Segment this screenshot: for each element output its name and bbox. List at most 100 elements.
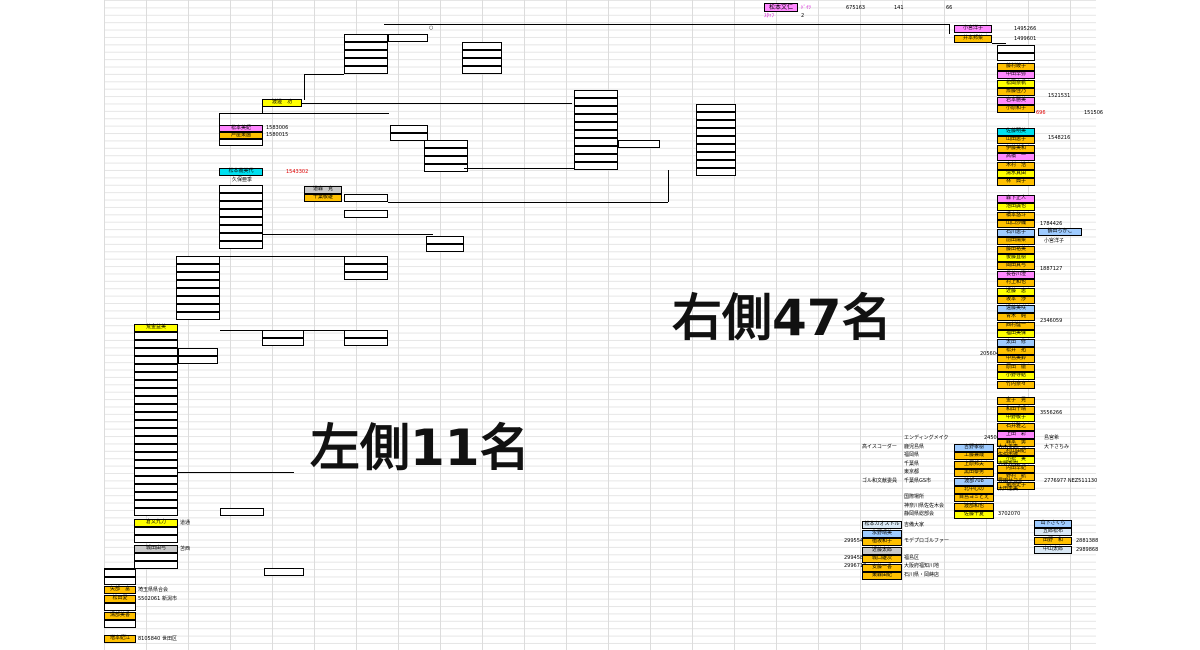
right-member-cell[interactable]: 原田 徹 bbox=[997, 363, 1035, 372]
tree-cell[interactable] bbox=[219, 241, 263, 249]
group-member-cell[interactable]: 東森由紀 bbox=[862, 572, 902, 580]
tree-cell[interactable] bbox=[134, 412, 178, 420]
tree-cell[interactable] bbox=[344, 66, 388, 74]
tree-cell[interactable] bbox=[574, 98, 618, 106]
tree-cell[interactable] bbox=[696, 168, 736, 176]
tree-cell[interactable] bbox=[344, 34, 388, 42]
tree-cell[interactable] bbox=[176, 312, 220, 320]
row-person-cell[interactable]: 上原邦夫 bbox=[954, 460, 994, 469]
tree-cell[interactable] bbox=[134, 535, 178, 543]
tree-cell[interactable] bbox=[176, 264, 220, 272]
tree-cell[interactable] bbox=[176, 256, 220, 264]
row-person-cell[interactable]: 北中心の bbox=[954, 486, 994, 494]
tree-cell[interactable] bbox=[344, 194, 388, 202]
right-member-cell[interactable]: 竹内奈々 bbox=[997, 380, 1035, 389]
tree-cell[interactable] bbox=[462, 42, 502, 50]
tree-cell[interactable] bbox=[104, 603, 136, 611]
right-member-cell[interactable]: 林 典子 bbox=[997, 178, 1035, 187]
group-member-cell[interactable]: 城口雄次 bbox=[862, 555, 902, 564]
tree-cell[interactable] bbox=[997, 53, 1035, 61]
group-member-cell[interactable]: 植坂和子 bbox=[862, 538, 902, 547]
tree-cell[interactable] bbox=[219, 193, 263, 201]
tree-cell[interactable] bbox=[134, 332, 178, 340]
tree-person-cell[interactable]: 五郎松布 bbox=[1034, 528, 1072, 536]
right-member-cell[interactable]: 橋本悠斗 bbox=[997, 211, 1035, 220]
tree-cell[interactable] bbox=[696, 104, 736, 112]
right-member-cell[interactable]: 金子 晃 bbox=[997, 397, 1035, 406]
right-member-cell[interactable]: 杉山由紀 bbox=[997, 447, 1035, 456]
tree-person-cell[interactable]: 松本美紀 bbox=[219, 125, 263, 132]
right-member-cell[interactable]: 長谷川澄 bbox=[997, 270, 1035, 279]
tree-person-cell[interactable]: 鶴田ちかこ bbox=[1038, 228, 1082, 236]
tree-cell[interactable] bbox=[178, 348, 218, 356]
right-member-cell[interactable]: 藤村綾子 bbox=[997, 63, 1035, 71]
tree-cell[interactable] bbox=[134, 428, 178, 436]
tree-person-cell[interactable]: 道森 克 bbox=[304, 186, 342, 194]
right-member-cell[interactable]: 高橋 一 bbox=[997, 153, 1035, 162]
right-member-cell[interactable]: 中島美鈴 bbox=[997, 355, 1035, 364]
tree-cell[interactable] bbox=[344, 330, 388, 338]
right-member-cell[interactable]: 近藤 恵 bbox=[997, 287, 1035, 296]
right-member-cell[interactable]: 内田早紀 bbox=[997, 464, 1035, 473]
tree-cell[interactable] bbox=[134, 508, 178, 516]
tree-cell[interactable] bbox=[424, 148, 468, 156]
tree-cell[interactable] bbox=[344, 42, 388, 50]
tree-cell[interactable] bbox=[426, 244, 464, 252]
right-member-cell[interactable]: 山口沙織 bbox=[997, 220, 1035, 229]
right-member-cell[interactable]: 伊藤美和 bbox=[997, 144, 1035, 153]
right-member-cell[interactable]: 福田美保 bbox=[997, 330, 1035, 339]
tree-cell[interactable] bbox=[696, 152, 736, 160]
tree-cell[interactable] bbox=[176, 272, 220, 280]
tree-person-cell[interactable]: 渡邊 功 bbox=[262, 99, 302, 107]
tree-cell[interactable] bbox=[134, 388, 178, 396]
tree-cell[interactable] bbox=[462, 66, 502, 74]
right-member-cell[interactable]: 坂本 渉 bbox=[997, 296, 1035, 305]
tree-cell[interactable] bbox=[344, 272, 388, 280]
tree-cell[interactable] bbox=[696, 136, 736, 144]
right-member-cell[interactable]: 太田 修 bbox=[997, 338, 1035, 347]
right-member-cell[interactable]: 小原和子 bbox=[997, 105, 1035, 114]
row-person-cell[interactable]: 吉野孝樹 bbox=[954, 444, 994, 452]
right-member-cell[interactable]: 松岡奈帆 bbox=[997, 79, 1035, 88]
row-person-cell[interactable]: 工藤兼哉 bbox=[954, 452, 994, 461]
tree-cell[interactable] bbox=[134, 420, 178, 428]
tree-cell[interactable] bbox=[574, 146, 618, 154]
tree-cell[interactable] bbox=[390, 125, 428, 133]
tree-person-cell[interactable]: 松田愛 bbox=[104, 595, 136, 603]
tree-cell[interactable] bbox=[262, 330, 304, 338]
right-member-cell[interactable]: 山田恵子 bbox=[997, 136, 1035, 145]
tree-cell[interactable] bbox=[134, 553, 178, 561]
tree-cell[interactable] bbox=[264, 568, 304, 576]
tree-cell[interactable] bbox=[219, 233, 263, 241]
tree-cell[interactable] bbox=[134, 452, 178, 460]
tree-cell[interactable] bbox=[104, 569, 136, 577]
row-person-cell[interactable]: 佐藤千夏 bbox=[954, 511, 994, 520]
tree-cell[interactable] bbox=[219, 209, 263, 217]
tree-cell[interactable] bbox=[219, 201, 263, 209]
tree-cell[interactable] bbox=[134, 356, 178, 364]
tree-cell[interactable] bbox=[219, 185, 263, 193]
tree-person-cell[interactable]: 芦屋東園 bbox=[219, 132, 263, 139]
row-person-cell[interactable]: 渡部708 bbox=[954, 477, 994, 486]
right-member-cell[interactable]: 村上和也 bbox=[997, 279, 1035, 288]
tree-person-cell[interactable]: 千葉敏雄 bbox=[304, 194, 342, 202]
tree-cell[interactable] bbox=[134, 372, 178, 380]
tree-cell[interactable] bbox=[220, 508, 264, 516]
tree-cell[interactable] bbox=[176, 288, 220, 296]
tree-cell[interactable] bbox=[134, 364, 178, 372]
tree-cell[interactable] bbox=[344, 338, 388, 346]
tree-cell[interactable] bbox=[176, 296, 220, 304]
group-head-cell[interactable]: 松本カオストル bbox=[862, 521, 902, 529]
tree-person-cell[interactable]: 矢部 富 bbox=[104, 586, 136, 594]
right-member-cell[interactable]: 石井雅之 bbox=[997, 422, 1035, 431]
tree-cell[interactable] bbox=[462, 50, 502, 58]
right-member-cell[interactable]: 佐藤明美 bbox=[997, 127, 1035, 136]
tree-cell[interactable] bbox=[574, 130, 618, 138]
tree-cell[interactable] bbox=[104, 620, 136, 628]
tree-cell[interactable] bbox=[574, 90, 618, 98]
right-member-cell[interactable]: 野村 航 bbox=[997, 473, 1035, 482]
right-member-cell[interactable]: 中野敏子 bbox=[997, 414, 1035, 423]
right-member-cell[interactable]: 和田千晴 bbox=[997, 405, 1035, 414]
tree-cell[interactable] bbox=[997, 45, 1035, 53]
tree-person-cell[interactable]: 荒金益美 bbox=[134, 324, 178, 332]
